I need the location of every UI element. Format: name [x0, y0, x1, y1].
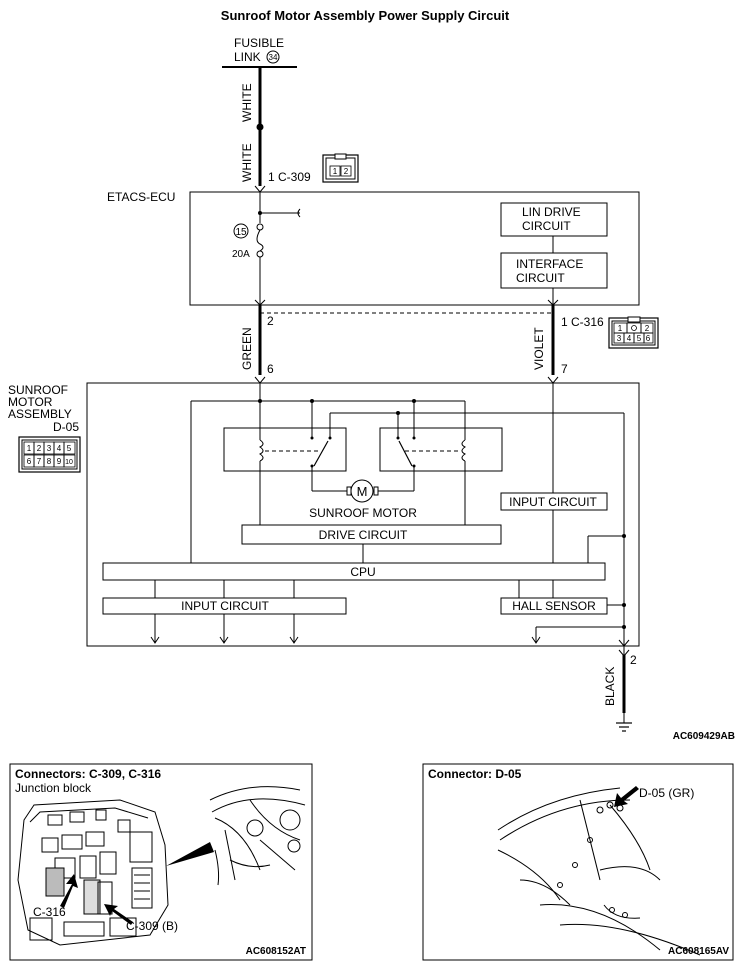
wire-color-green: GREEN — [240, 327, 254, 370]
zoom-wedge — [166, 842, 214, 866]
pin-ground: 2 — [630, 653, 637, 667]
label-d05: D-05 (GR) — [639, 786, 694, 800]
svg-text:10: 10 — [65, 459, 73, 466]
panel-connectors-c309-c316 — [9, 763, 313, 961]
svg-text:5: 5 — [67, 444, 72, 453]
etacs-ecu-box — [189, 191, 640, 306]
sunroof-motor-label: SUNROOF MOTOR — [309, 506, 417, 520]
pin-c316: 1 C-316 — [561, 315, 604, 329]
etacs-ecu-label: ETACS-ECU — [107, 190, 175, 204]
svg-text:8: 8 — [47, 457, 52, 466]
connector-c316-icon: 1 2 3 4 5 6 — [608, 316, 659, 349]
figure-code-left: AC608152AT — [246, 946, 306, 957]
fusible-link-number-circle — [266, 50, 280, 64]
assembly-label-3: ASSEMBLY — [8, 407, 72, 421]
arrow-icon — [60, 874, 78, 908]
drive-circuit-box — [241, 524, 502, 545]
relay-left — [223, 427, 347, 472]
svg-text:1: 1 — [333, 167, 338, 176]
svg-text:2: 2 — [344, 167, 349, 176]
svg-text:1: 1 — [27, 444, 32, 453]
pin-c309: 1 C-309 — [268, 170, 311, 184]
dashboard-illustration — [209, 786, 306, 886]
panel-left-subtitle: Junction block — [15, 781, 92, 795]
svg-text:9: 9 — [57, 457, 62, 466]
pin-green-ecu: 2 — [267, 314, 274, 328]
panel-right-title: Connector: D-05 — [428, 767, 522, 781]
svg-text:6: 6 — [646, 334, 651, 343]
svg-text:3: 3 — [617, 334, 622, 343]
lin-drive-label: LIN DRIVE — [522, 205, 581, 219]
input-circuit-left-label: INPUT CIRCUIT — [181, 599, 269, 613]
connector-d05-icon: 1 2 3 4 5 6 7 8 9 10 — [18, 436, 81, 473]
junction-block-illustration — [17, 799, 169, 946]
arrow-icon — [614, 786, 639, 807]
splice-dot — [256, 123, 264, 131]
interface-label-2: CIRCUIT — [516, 271, 565, 285]
fusible-link-label-2: LINK — [234, 50, 261, 64]
input-circuit-right-box — [500, 492, 608, 511]
svg-text:3: 3 — [47, 444, 52, 453]
drive-circuit-label: DRIVE CIRCUIT — [319, 528, 408, 542]
lin-drive-circuit-box — [500, 202, 608, 237]
fuse-number: 15 — [235, 227, 247, 238]
arrow-icon — [104, 904, 133, 925]
svg-text:6: 6 — [27, 457, 32, 466]
svg-text:2: 2 — [645, 324, 650, 333]
assembly-outer-box — [86, 382, 640, 647]
interface-label: INTERFACE — [516, 257, 583, 271]
interface-circuit-box — [500, 252, 608, 289]
hall-sensor-label: HALL SENSOR — [512, 599, 596, 613]
hall-sensor-box — [500, 597, 608, 615]
panel-connector-d05 — [422, 763, 734, 961]
terminal-marker — [254, 185, 266, 193]
svg-text:4: 4 — [57, 444, 62, 453]
cpu-label: CPU — [350, 565, 375, 579]
cpu-box — [102, 562, 606, 581]
svg-text:5: 5 — [637, 334, 642, 343]
assembly-label: SUNROOF — [8, 383, 68, 397]
assembly-connector-label: D-05 — [53, 420, 79, 434]
label-c309: C-309 (B) — [126, 919, 178, 933]
svg-text:4: 4 — [627, 334, 632, 343]
svg-text:2: 2 — [37, 444, 42, 453]
fuse-icon — [256, 223, 264, 258]
panel-left-title: Connectors: C-309, C-316 — [15, 767, 161, 781]
wire-color-black: BLACK — [603, 667, 617, 706]
connector-c309-icon: 1 2 — [322, 153, 359, 183]
ground-icon — [616, 713, 632, 732]
pin-violet-motor: 7 — [561, 362, 568, 376]
motor-symbol: M — [357, 484, 368, 499]
fuse-rating: 20A — [232, 249, 250, 260]
wire-color-white-lower: WHITE — [240, 143, 254, 182]
diagram-title: Sunroof Motor Assembly Power Supply Circ… — [221, 8, 510, 23]
motor-icon — [350, 479, 374, 503]
figure-code-right: AC608165AV — [668, 946, 729, 957]
wire-color-white-upper: WHITE — [240, 83, 254, 122]
wire-color-violet: VIOLET — [532, 327, 546, 370]
fuse-number-circle — [233, 223, 249, 239]
fusible-link-label: FUSIBLE — [234, 36, 284, 50]
relay-right — [379, 427, 503, 472]
pin-green-motor: 6 — [267, 362, 274, 376]
input-circuit-right-label: INPUT CIRCUIT — [509, 495, 597, 509]
assembly-label-2: MOTOR — [8, 395, 53, 409]
svg-text:1: 1 — [618, 324, 623, 333]
figure-code-top: AC609429AB — [673, 731, 735, 742]
svg-text:7: 7 — [37, 457, 42, 466]
lin-drive-label-2: CIRCUIT — [522, 219, 571, 233]
fusible-link-number: 34 — [269, 53, 278, 62]
label-c316: C-316 — [33, 905, 66, 919]
roof-illustration — [497, 787, 701, 956]
